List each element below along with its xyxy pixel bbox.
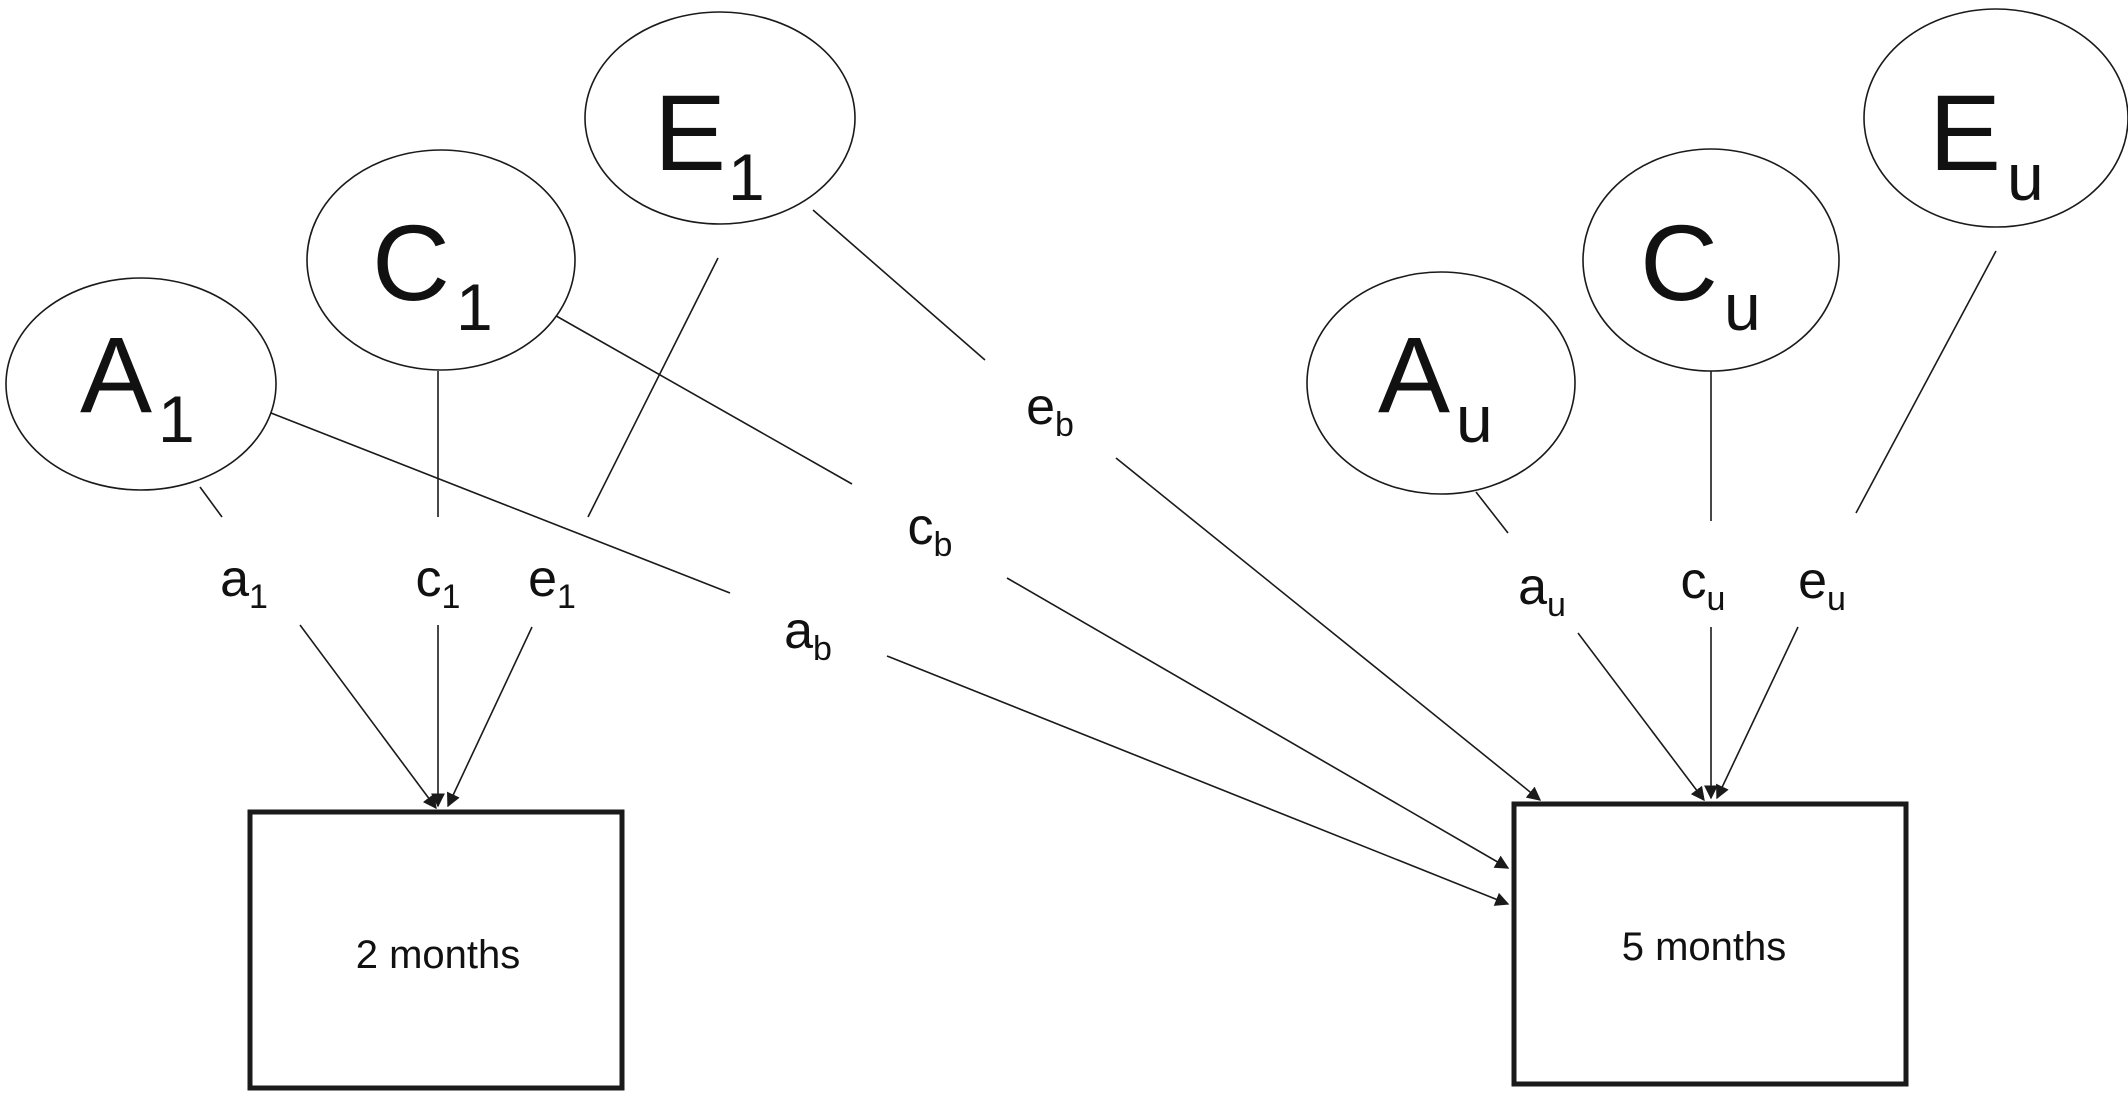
path-eu-lower bbox=[1716, 626, 1799, 800]
path-labels: a1 c1 e1 ab cb eb au cu bbox=[220, 378, 1846, 668]
path-label-eb: eb bbox=[1026, 378, 1074, 444]
latent-A1-ellipse bbox=[5, 277, 277, 491]
latent-A1-subscript: 1 bbox=[158, 382, 195, 456]
latent-Au-label: A bbox=[1378, 314, 1450, 435]
box-2-months-rect bbox=[247, 809, 625, 1091]
latent-Cu-subscript: u bbox=[1724, 270, 1761, 344]
latent-A1-label: A bbox=[80, 314, 152, 435]
observed-measures: 2 months 5 months bbox=[247, 801, 1909, 1091]
path-label-c1: c1 bbox=[416, 550, 461, 616]
latent-E1-label: E bbox=[654, 72, 726, 193]
path-label-e1: e1 bbox=[528, 550, 576, 616]
path-label-ab: ab bbox=[784, 602, 832, 668]
path-au-upper bbox=[1475, 491, 1509, 534]
latent-C1-subscript: 1 bbox=[456, 270, 493, 344]
path-label-cu: cu bbox=[1681, 552, 1726, 618]
latent-C1: C 1 bbox=[306, 149, 576, 371]
box-5-months-label: 5 months bbox=[1622, 925, 1787, 969]
latent-Eu-label: E bbox=[1929, 72, 2001, 193]
latent-Au-ellipse bbox=[1306, 271, 1576, 495]
path-eb-upper bbox=[812, 209, 986, 361]
latent-E1-subscript: 1 bbox=[728, 140, 765, 214]
latent-Au: A u bbox=[1306, 271, 1576, 495]
path-ab-lower bbox=[886, 655, 1510, 906]
latent-Cu: C u bbox=[1582, 148, 1840, 372]
path-au-lower bbox=[1577, 632, 1705, 802]
latent-Au-subscript: u bbox=[1456, 382, 1493, 456]
path-eu-upper bbox=[1855, 250, 1997, 514]
latent-E1: E 1 bbox=[584, 11, 856, 225]
latent-Cu-ellipse bbox=[1582, 148, 1840, 372]
latent-C1-label: C bbox=[372, 202, 450, 323]
path-a1-lower bbox=[299, 624, 437, 810]
path-ab-upper bbox=[270, 412, 731, 594]
path-e1-lower bbox=[447, 626, 533, 808]
latent-factors: A 1 C 1 E 1 A u C u bbox=[5, 8, 2128, 495]
latent-Eu: E u bbox=[1863, 8, 2128, 228]
latent-E1-ellipse bbox=[584, 11, 856, 225]
path-lines bbox=[199, 209, 1997, 906]
latent-Eu-ellipse bbox=[1863, 8, 2128, 228]
latent-Cu-label: C bbox=[1640, 202, 1718, 323]
box-5-months-rect bbox=[1511, 801, 1909, 1087]
path-label-a1: a1 bbox=[220, 550, 268, 616]
path-cb-lower bbox=[1006, 577, 1510, 869]
box-2-months: 2 months bbox=[247, 809, 625, 1091]
path-label-au: au bbox=[1518, 558, 1566, 624]
latent-Eu-subscript: u bbox=[2007, 140, 2044, 214]
path-a1-upper bbox=[199, 486, 223, 518]
path-cb-upper bbox=[550, 312, 853, 485]
path-e1-upper bbox=[587, 257, 719, 518]
latent-A1: A 1 bbox=[5, 277, 277, 491]
latent-C1-ellipse bbox=[306, 149, 576, 371]
path-eb-lower bbox=[1115, 457, 1542, 801]
box-2-months-label: 2 months bbox=[356, 933, 521, 977]
path-label-cb: cb bbox=[908, 498, 953, 564]
box-5-months: 5 months bbox=[1511, 801, 1909, 1087]
path-label-eu: eu bbox=[1798, 552, 1846, 618]
